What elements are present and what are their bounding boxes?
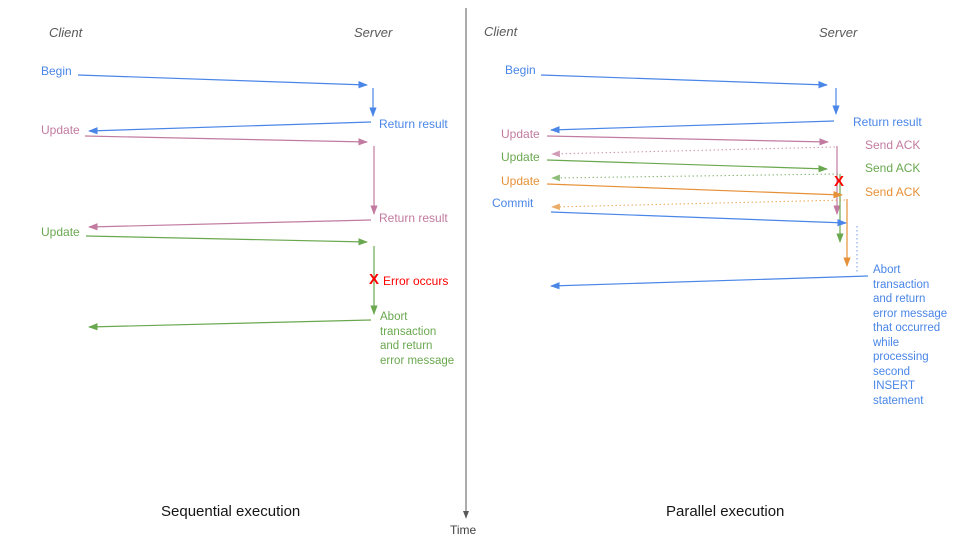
par-server-header: Server: [819, 25, 858, 40]
seq-client-header: Client: [49, 25, 83, 40]
par-send-ack-3-label: Send ACK: [865, 185, 921, 199]
seq-begin-arrow: [77, 74, 377, 117]
time-axis-label: Time: [450, 523, 477, 537]
seq-return-result-1-arrow: [88, 121, 372, 135]
par-update-3-arrow: [546, 183, 851, 267]
seq-update-1-label: Update: [41, 123, 80, 137]
seq-return-result-2-label: Return result: [379, 211, 448, 225]
par-send-ack-2-label: Send ACK: [865, 161, 921, 175]
par-commit-label: Commit: [492, 196, 534, 210]
par-commit-arrow: [550, 211, 858, 274]
par-begin-arrow: [540, 74, 840, 115]
par-client-header: Client: [484, 24, 518, 39]
seq-server-header: Server: [354, 25, 393, 40]
par-title: Parallel execution: [666, 503, 785, 520]
par-update-1-label: Update: [501, 127, 540, 141]
seq-abort-return-arrow: [88, 319, 372, 331]
seq-update-2-arrow: [85, 235, 378, 315]
par-update-2-arrow: [546, 159, 844, 243]
par-abort-note: Abort transaction and return error messa…: [873, 264, 948, 407]
seq-title: Sequential execution: [161, 503, 301, 520]
par-send-ack-2-arrow: [551, 173, 839, 182]
par-update-3-label: Update: [501, 174, 540, 188]
seq-return-result-1-label: Return result: [379, 117, 448, 131]
par-send-ack-1-arrow: [551, 146, 836, 158]
seq-return-result-2-arrow: [88, 219, 372, 231]
seq-update-2-label: Update: [41, 225, 80, 239]
par-update-2-label: Update: [501, 150, 540, 164]
par-send-ack-1-label: Send ACK: [865, 138, 921, 152]
par-send-ack-3-arrow: [551, 199, 846, 211]
seq-update-1-arrow: [84, 135, 378, 215]
seq-error-occurs-label: Error occurs: [383, 274, 449, 288]
seq-error-x-icon: X: [369, 271, 380, 288]
seq-abort-note: Abort transaction and return error messa…: [380, 311, 455, 367]
par-return-result-label: Return result: [853, 115, 922, 129]
seq-begin-label: Begin: [41, 64, 72, 78]
par-error-x-icon: X: [834, 173, 845, 190]
par-return-result-arrow: [550, 120, 835, 134]
par-abort-return-arrow: [550, 275, 869, 290]
par-update-1-arrow: [546, 135, 841, 215]
par-begin-label: Begin: [505, 63, 536, 77]
